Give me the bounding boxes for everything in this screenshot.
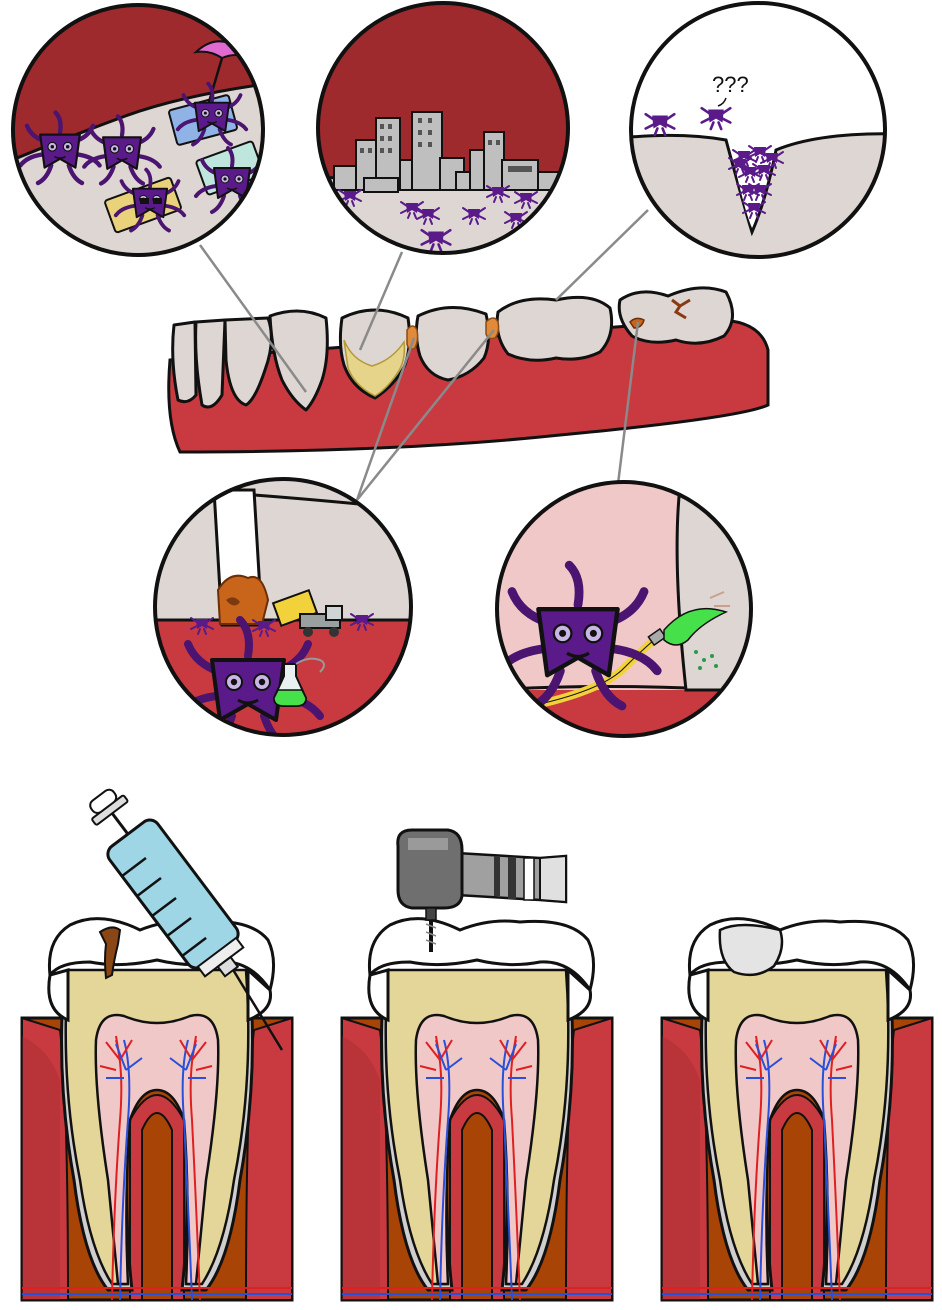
callout-bacteria-fissure: ??? (620, 0, 900, 270)
jaw-illustration (169, 288, 768, 452)
callout-root-decay (490, 475, 760, 750)
callout-bacteria-beach (0, 0, 280, 270)
treatment-stages (22, 919, 932, 1300)
tooth-7 (497, 297, 612, 360)
molar-filled (662, 919, 932, 1300)
callout-bacteria-city (300, 0, 590, 260)
tooth-filling (720, 925, 782, 975)
question-marks: ??? (712, 72, 749, 97)
molar-drilling (342, 919, 612, 1300)
molar-anesthesia (22, 919, 292, 1300)
callout-interdental-decay (150, 475, 420, 760)
interdental-decay-2 (486, 318, 499, 339)
tooth-2 (196, 320, 225, 407)
tooth-1 (173, 322, 196, 402)
